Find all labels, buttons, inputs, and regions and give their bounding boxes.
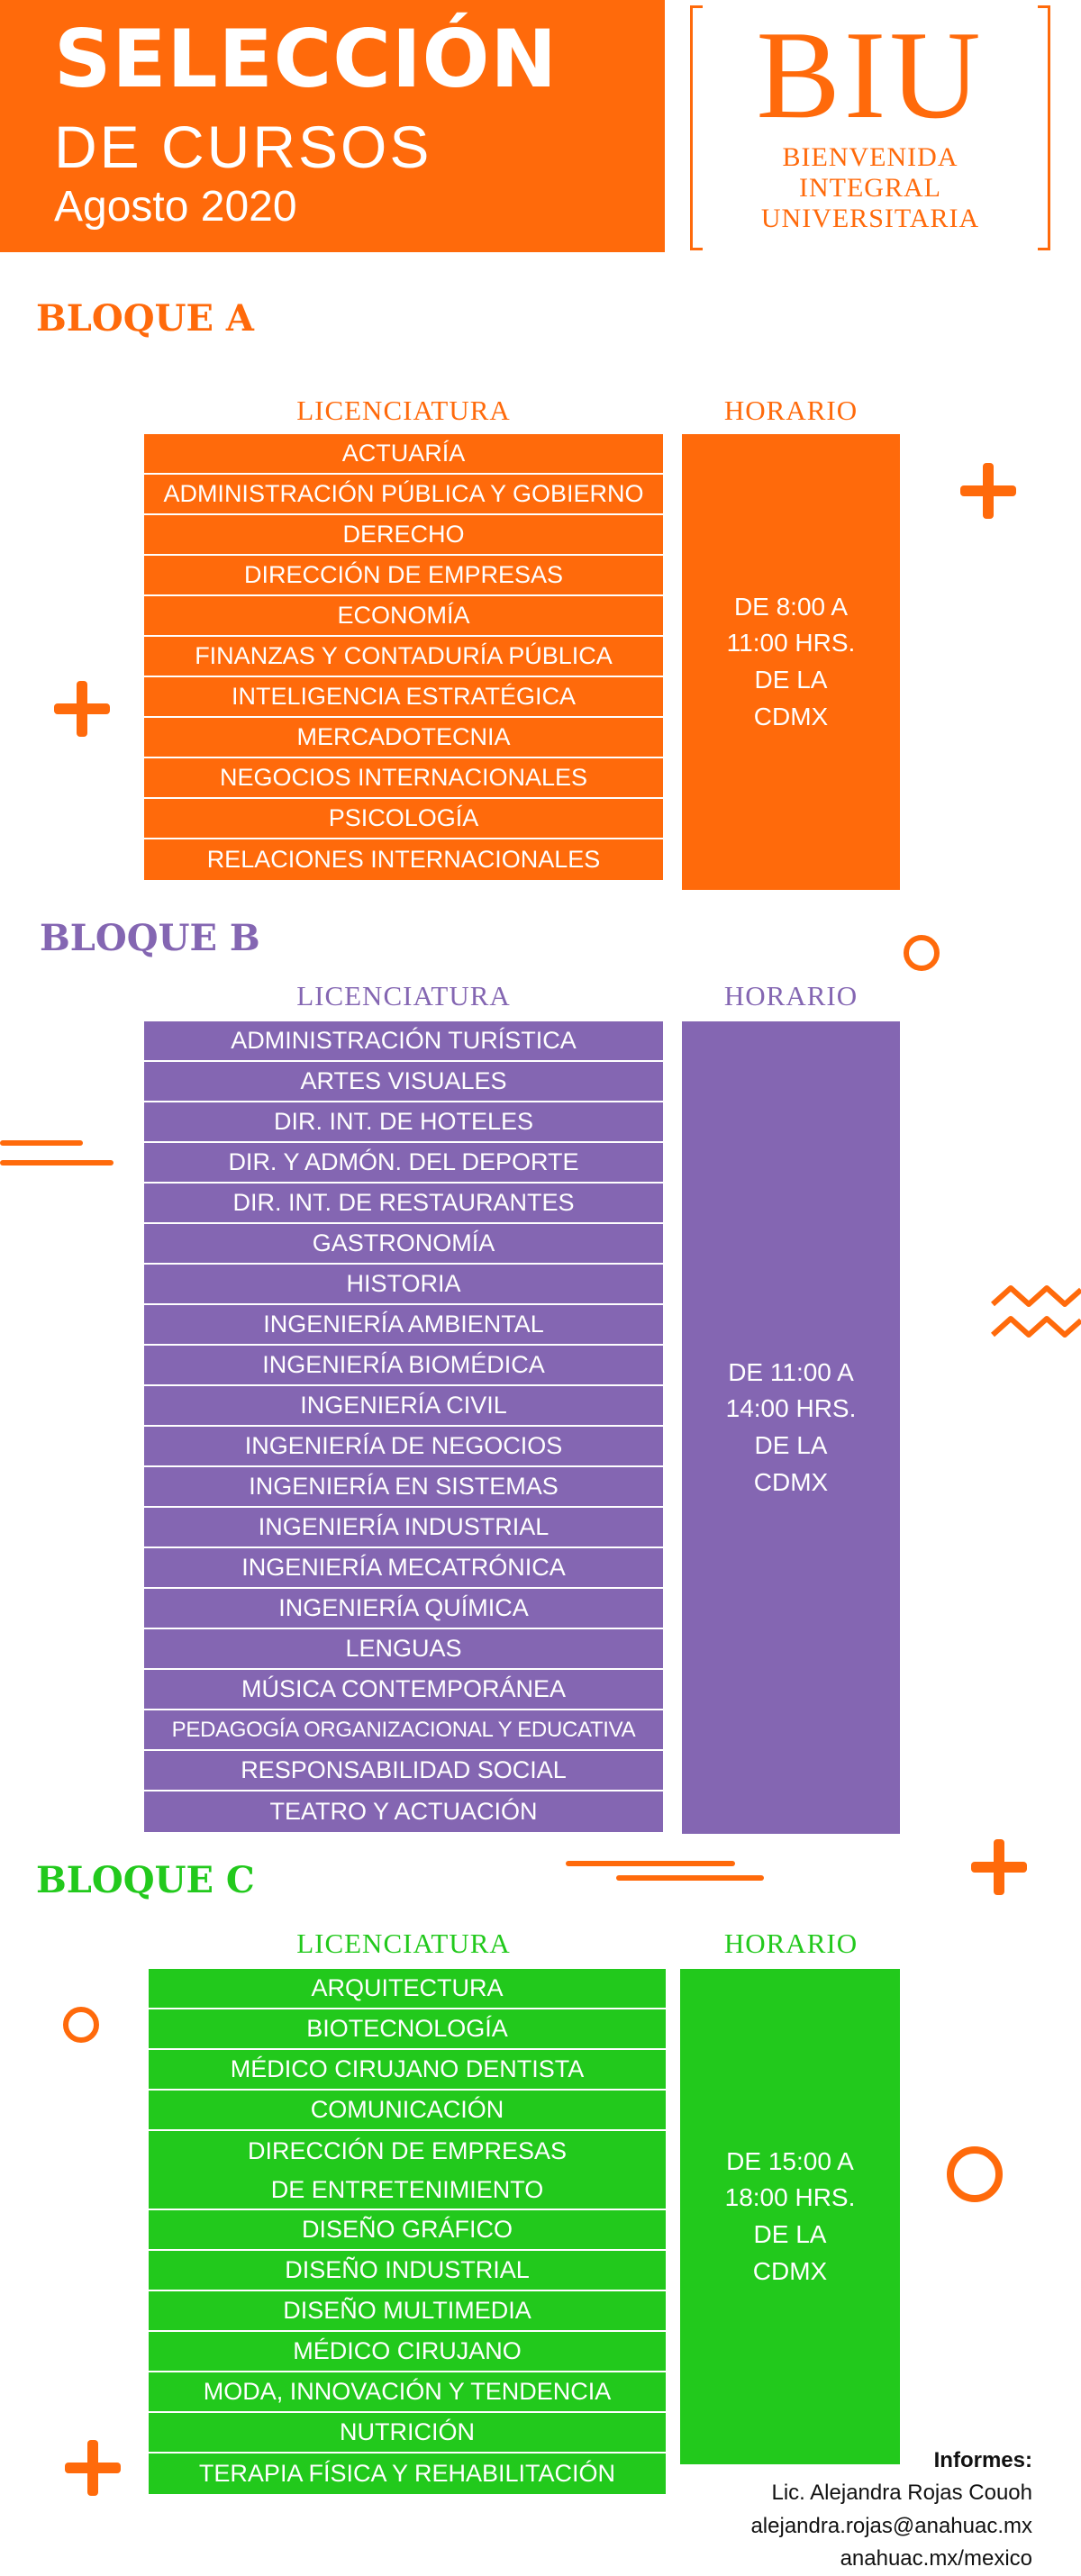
course-item: PEDAGOGÍA ORGANIZACIONAL Y EDUCATIVA bbox=[144, 1710, 663, 1751]
block-c-title: BLOQUE C bbox=[36, 1859, 255, 1901]
schedule-line: CDMX bbox=[753, 702, 829, 730]
ring-icon bbox=[904, 935, 940, 971]
block-a-title: BLOQUE A bbox=[36, 297, 254, 340]
header-banner bbox=[0, 0, 665, 252]
course-item: INGENIERÍA AMBIENTAL bbox=[144, 1305, 663, 1346]
course-item: ECONOMÍA bbox=[144, 596, 663, 637]
course-item: PSICOLOGÍA bbox=[144, 799, 663, 839]
block-c-horario-header: HORARIO bbox=[723, 1927, 858, 1959]
schedule-text: DE 15:00 A 18:00 HRS. DE LA CDMX bbox=[725, 2144, 856, 2290]
course-item: TERAPIA FÍSICA Y REHABILITACIÓN bbox=[149, 2454, 666, 2494]
schedule-text: DE 11:00 A 14:00 HRS. DE LA CDMX bbox=[726, 1355, 857, 1501]
schedule-line: 18:00 HRS. bbox=[724, 2183, 856, 2212]
course-item: GASTRONOMÍA bbox=[144, 1224, 663, 1265]
ring-icon bbox=[947, 2146, 1003, 2202]
block-b-schedule: DE 11:00 A 14:00 HRS. DE LA CDMX bbox=[682, 1021, 900, 1834]
course-item: INGENIERÍA INDUSTRIAL bbox=[144, 1508, 663, 1548]
block-a-schedule: DE 8:00 A 11:00 HRS. DE LA CDMX bbox=[682, 434, 900, 890]
course-item: NUTRICIÓN bbox=[149, 2413, 666, 2454]
course-item: COMUNICACIÓN bbox=[149, 2091, 666, 2131]
course-item: MÚSICA CONTEMPORÁNEA bbox=[144, 1670, 663, 1710]
schedule-line: 11:00 HRS. bbox=[726, 629, 856, 658]
course-item: RELACIONES INTERNACIONALES bbox=[144, 839, 663, 880]
contact-info: Informes: Lic. Alejandra Rojas Couoh ale… bbox=[750, 2444, 1032, 2576]
block-b-licenciatura-header: LICENCIATURA bbox=[296, 980, 511, 1011]
block-a-licenciatura-header: LICENCIATURA bbox=[296, 395, 511, 426]
bracket-left bbox=[690, 5, 703, 250]
course-item: INTELIGENCIA ESTRATÉGICA bbox=[144, 677, 663, 718]
schedule-line: CDMX bbox=[752, 2256, 828, 2285]
schedule-line: DE 8:00 A bbox=[733, 592, 849, 621]
course-item: HISTORIA bbox=[144, 1265, 663, 1305]
course-item: ADMINISTRACIÓN TURÍSTICA bbox=[144, 1021, 663, 1062]
schedule-line: DE 11:00 A bbox=[728, 1357, 854, 1386]
course-item: DIRECCIÓN DE EMPRESAS bbox=[144, 556, 663, 596]
course-item: DE ENTRETENIMIENTO bbox=[149, 2172, 666, 2210]
zigzag-icon bbox=[991, 1285, 1081, 1338]
course-item: INGENIERÍA DE NEGOCIOS bbox=[144, 1427, 663, 1467]
contact-name: Lic. Alejandra Rojas Couoh bbox=[771, 2481, 1032, 2506]
course-item: FINANZAS Y CONTADURÍA PÚBLICA bbox=[144, 637, 663, 677]
biu-sub-line: UNIVERSITARIA bbox=[760, 203, 980, 233]
block-c-schedule: DE 15:00 A 18:00 HRS. DE LA CDMX bbox=[680, 1969, 900, 2464]
course-item: DIR. INT. DE RESTAURANTES bbox=[144, 1184, 663, 1224]
course-item: MÉDICO CIRUJANO bbox=[149, 2332, 666, 2372]
course-item: NEGOCIOS INTERNACIONALES bbox=[144, 758, 663, 799]
title-line1: SELECCIÓN bbox=[54, 13, 559, 105]
block-a-horario-header: HORARIO bbox=[723, 395, 858, 426]
block-b-title: BLOQUE B bbox=[40, 917, 260, 959]
schedule-line: DE LA bbox=[753, 2220, 827, 2248]
course-item: ADMINISTRACIÓN PÚBLICA Y GOBIERNO bbox=[144, 475, 663, 515]
bracket-right bbox=[1038, 5, 1050, 250]
course-item: DERECHO bbox=[144, 515, 663, 556]
course-item: INGENIERÍA BIOMÉDICA bbox=[144, 1346, 663, 1386]
course-item: INGENIERÍA QUÍMICA bbox=[144, 1589, 663, 1629]
biu-logo: BIU bbox=[756, 5, 985, 145]
schedule-text: DE 8:00 A 11:00 HRS. DE LA CDMX bbox=[727, 589, 856, 735]
ring-icon bbox=[63, 2007, 99, 2043]
course-item: DIR. INT. DE HOTELES bbox=[144, 1102, 663, 1143]
contact-web[interactable]: anahuac.mx/mexico bbox=[840, 2546, 1032, 2571]
course-item: TEATRO Y ACTUACIÓN bbox=[144, 1791, 663, 1832]
schedule-line: DE 15:00 A bbox=[726, 2146, 854, 2175]
course-item: DIR. Y ADMÓN. DEL DEPORTE bbox=[144, 1143, 663, 1184]
course-item: MODA, INNOVACIÓN Y TENDENCIA bbox=[149, 2372, 666, 2413]
block-c-licenciatura-header: LICENCIATURA bbox=[296, 1927, 511, 1959]
course-item: DISEÑO MULTIMEDIA bbox=[149, 2291, 666, 2332]
title-line2: DE CURSOS bbox=[54, 113, 432, 180]
course-item: INGENIERÍA MECATRÓNICA bbox=[144, 1548, 663, 1589]
schedule-line: DE LA bbox=[754, 1431, 828, 1459]
course-item: RESPONSABILIDAD SOCIAL bbox=[144, 1751, 663, 1791]
contact-email[interactable]: alejandra.rojas@anahuac.mx bbox=[750, 2513, 1032, 2538]
course-item: MERCADOTECNIA bbox=[144, 718, 663, 758]
course-item: ACTUARÍA bbox=[144, 434, 663, 475]
course-item: ARQUITECTURA bbox=[149, 1969, 666, 2009]
course-item: LENGUAS bbox=[144, 1629, 663, 1670]
date-text: Agosto 2020 bbox=[54, 183, 297, 231]
course-item: DISEÑO INDUSTRIAL bbox=[149, 2251, 666, 2291]
schedule-line: CDMX bbox=[753, 1467, 829, 1496]
course-item: BIOTECNOLOGÍA bbox=[149, 2009, 666, 2050]
course-item: DIRECCIÓN DE EMPRESAS bbox=[149, 2131, 666, 2172]
biu-logo-subtitle: BIENVENIDA INTEGRAL UNIVERSITARIA bbox=[703, 142, 1038, 234]
block-b-horario-header: HORARIO bbox=[723, 980, 858, 1011]
biu-sub-line: BIENVENIDA bbox=[782, 142, 958, 172]
schedule-line: 14:00 HRS. bbox=[725, 1394, 857, 1423]
contact-label: Informes: bbox=[933, 2448, 1032, 2472]
course-item: INGENIERÍA EN SISTEMAS bbox=[144, 1467, 663, 1508]
course-item: INGENIERÍA CIVIL bbox=[144, 1386, 663, 1427]
schedule-line: DE LA bbox=[754, 666, 828, 694]
biu-sub-line: INTEGRAL bbox=[799, 172, 941, 203]
course-item: DISEÑO GRÁFICO bbox=[149, 2210, 666, 2251]
course-item: ARTES VISUALES bbox=[144, 1062, 663, 1102]
course-item: MÉDICO CIRUJANO DENTISTA bbox=[149, 2050, 666, 2091]
